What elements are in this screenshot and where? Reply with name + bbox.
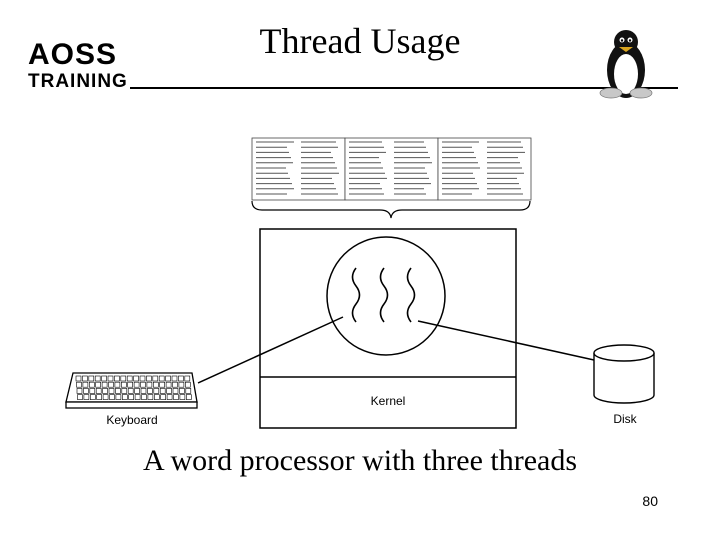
keyboard-key (96, 394, 102, 400)
keyboard-key (159, 388, 166, 394)
keyboard-key (139, 375, 146, 382)
keyboard-key (185, 388, 192, 394)
keyboard-key (178, 381, 185, 388)
keyboard-key (153, 381, 159, 388)
keyboard-connection (197, 316, 344, 384)
document-brace (251, 200, 531, 219)
thread-2 (379, 267, 389, 323)
keyboard-key (102, 394, 109, 400)
keyboard-icon (65, 372, 198, 409)
keyboard-key (186, 394, 192, 400)
keyboard-key (115, 394, 122, 400)
keyboard-key (146, 375, 152, 382)
document-page-1 (251, 137, 346, 201)
keyboard-key (107, 375, 114, 382)
keyboard-key (89, 388, 96, 394)
keyboard-key (122, 394, 128, 400)
keyboard-key (76, 388, 83, 394)
keyboard-key (140, 388, 147, 394)
keyboard-key (146, 381, 153, 388)
keyboard-key (158, 375, 165, 382)
thread-3 (406, 267, 416, 323)
slide-caption: A word processor with three threads (142, 444, 578, 477)
disk-icon (593, 344, 655, 404)
keyboard-key (179, 394, 186, 400)
keyboard-key (108, 388, 115, 394)
keyboard-key (90, 394, 96, 400)
keyboard-key (77, 394, 83, 400)
keyboard-key (147, 394, 154, 400)
keyboard-key (172, 388, 179, 394)
keyboard-key (83, 394, 90, 400)
document-pages (251, 137, 532, 201)
keyboard-key (101, 381, 108, 388)
document-page-2 (344, 137, 439, 201)
keyboard-label: Keyboard (106, 413, 157, 427)
keyboard-key (147, 388, 153, 394)
threads (351, 267, 416, 323)
keyboard-key (173, 394, 179, 400)
keyboard-key (82, 381, 89, 388)
slide-title: Thread Usage (259, 21, 461, 61)
keyboard-key (89, 381, 95, 388)
keyboard-key (76, 381, 82, 388)
keyboard-key (165, 381, 172, 388)
keyboard-key (154, 394, 160, 400)
keyboard-key (184, 375, 191, 382)
keyboard-key (82, 375, 88, 382)
keyboard-key (126, 375, 133, 382)
keyboard-key (165, 375, 171, 382)
keyboard-key (152, 375, 159, 382)
document-page-3 (437, 137, 532, 201)
page-number: 80 (642, 493, 658, 509)
keyboard-key (94, 375, 101, 382)
keyboard-key (141, 394, 147, 400)
disk-connection (417, 320, 595, 361)
keyboard-key (171, 375, 178, 382)
keyboard-key (114, 381, 121, 388)
keyboard-key (109, 394, 115, 400)
keyboard-key (95, 388, 102, 394)
keyboard-key (88, 375, 95, 382)
process-circle (326, 236, 446, 356)
keyboard-key (108, 381, 114, 388)
keyboard-key (160, 394, 166, 400)
keyboard-key (128, 394, 134, 400)
keyboard-key (115, 388, 121, 394)
keyboard-key (133, 375, 139, 382)
keyboard-key (114, 375, 120, 382)
keyboard-key (101, 375, 107, 382)
keyboard-key (134, 388, 140, 394)
keyboard-key (102, 388, 108, 394)
header-rule (130, 87, 678, 89)
keyboard-key (120, 375, 127, 382)
keyboard-key (166, 388, 172, 394)
keyboard-key (95, 381, 101, 388)
keyboard-key (75, 375, 82, 382)
aoss-training-logo: AOSS TRAINING (28, 38, 128, 92)
keyboard-key (134, 394, 141, 400)
disk-label: Disk (613, 412, 637, 426)
keyboard-key (166, 394, 173, 400)
keyboard-key (178, 375, 184, 382)
keyboard-key (159, 381, 165, 388)
keyboard-key (172, 381, 178, 388)
keyboard-key (121, 388, 128, 394)
thread-1 (351, 267, 361, 323)
keyboard-key (153, 388, 160, 394)
keyboard-key (179, 388, 185, 394)
keyboard-key (140, 381, 146, 388)
keyboard-key (121, 381, 127, 388)
kernel-label: Kernel (371, 394, 406, 408)
keyboard-key (133, 381, 140, 388)
keyboard-key (185, 381, 191, 388)
penguin-icon (599, 30, 653, 99)
logo-line-training: TRAINING (28, 71, 128, 92)
keyboard-key (83, 388, 89, 394)
keyboard-key (127, 388, 134, 394)
logo-line-aoss: AOSS (28, 38, 118, 71)
keyboard-key (127, 381, 133, 388)
